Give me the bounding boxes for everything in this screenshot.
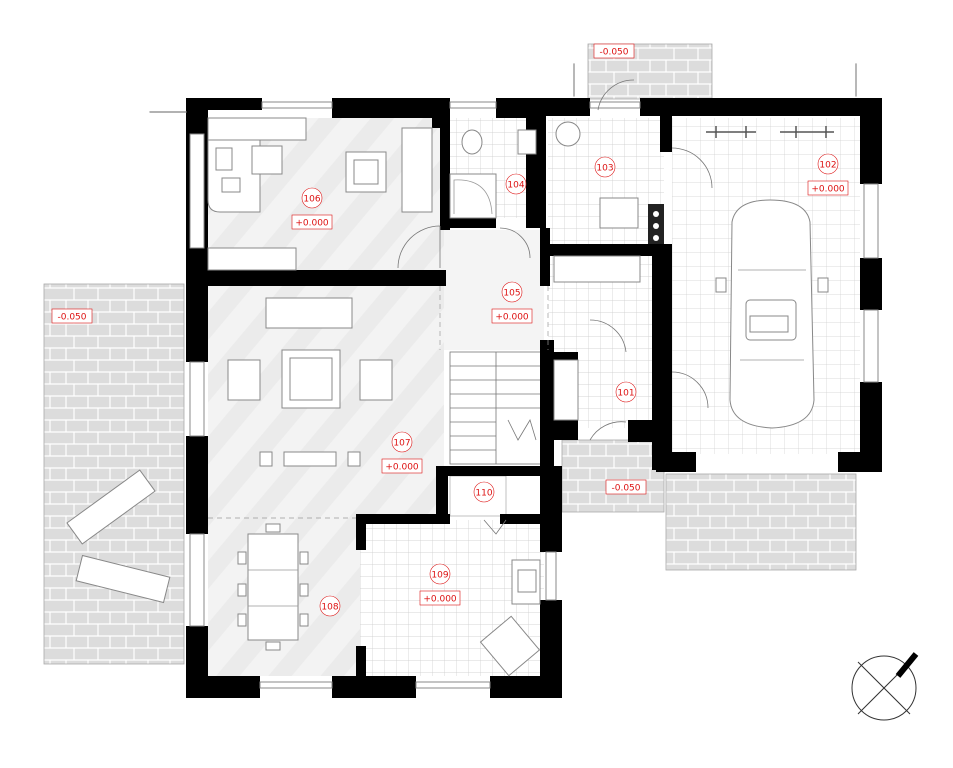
vestibule-cabinet xyxy=(553,359,579,421)
room-101-marker xyxy=(615,381,637,403)
room-105-number: 105 xyxy=(503,289,520,299)
room-102-marker xyxy=(817,153,839,175)
staircase xyxy=(449,351,543,465)
room-107-level: +0.000 xyxy=(385,463,419,473)
room-109-level: +0.000 xyxy=(423,595,457,605)
room-108-number: 108 xyxy=(321,603,338,613)
room-107-level-box xyxy=(381,458,423,474)
room-104-marker xyxy=(505,173,527,195)
south-entry-level-box xyxy=(605,479,647,495)
bathroom-fixtures xyxy=(449,129,537,219)
room-102-number: 102 xyxy=(819,161,836,171)
room-110-marker xyxy=(473,481,495,503)
kitchen-furniture xyxy=(479,559,541,677)
living-furniture xyxy=(227,297,393,467)
windows xyxy=(189,101,879,689)
west-terrace-level: -0.050 xyxy=(57,313,86,323)
room-110-number: 110 xyxy=(475,489,492,499)
north-arrow xyxy=(851,652,919,721)
room-105-marker xyxy=(501,281,523,303)
room-101-number: 101 xyxy=(617,389,634,399)
walls xyxy=(186,98,882,698)
bike-rack xyxy=(706,126,834,138)
room-107-number: 107 xyxy=(393,439,410,449)
room-109-marker xyxy=(429,563,451,585)
room-106-level: +0.000 xyxy=(295,219,329,229)
north-entry-level-box xyxy=(593,43,635,59)
room-106-number: 106 xyxy=(303,195,320,205)
room-102-level: +0.000 xyxy=(811,185,845,195)
south-entry-level: -0.050 xyxy=(611,484,640,494)
dining-furniture xyxy=(237,523,309,651)
room-105-level-box xyxy=(491,308,533,324)
sun-loungers xyxy=(66,469,171,604)
garage-car xyxy=(715,199,829,429)
room-103-number: 103 xyxy=(596,164,613,174)
room-106-level-box xyxy=(291,214,333,230)
utility-fixtures xyxy=(555,121,664,244)
room-107-marker xyxy=(391,431,413,453)
hall-floor xyxy=(444,230,544,350)
zone-dividers xyxy=(208,286,549,519)
room-103-marker xyxy=(594,156,616,178)
room-104-number: 104 xyxy=(507,181,524,191)
north-entry-level: -0.050 xyxy=(599,48,628,58)
room-102-level-box xyxy=(807,180,849,196)
south-entry-paving xyxy=(561,439,665,513)
west-terrace-level-box xyxy=(51,308,93,324)
garage-apron-paving xyxy=(665,473,857,571)
room-105-level: +0.000 xyxy=(495,313,529,323)
room-109-level-box xyxy=(419,590,461,606)
west-terrace xyxy=(43,283,185,665)
room-108-marker xyxy=(319,595,341,617)
corridor-cabinet xyxy=(553,255,641,283)
office-furniture xyxy=(207,117,433,271)
railing-posts xyxy=(149,63,857,113)
room-109-number: 109 xyxy=(431,571,448,581)
room-106-marker xyxy=(301,187,323,209)
doors xyxy=(397,79,713,535)
